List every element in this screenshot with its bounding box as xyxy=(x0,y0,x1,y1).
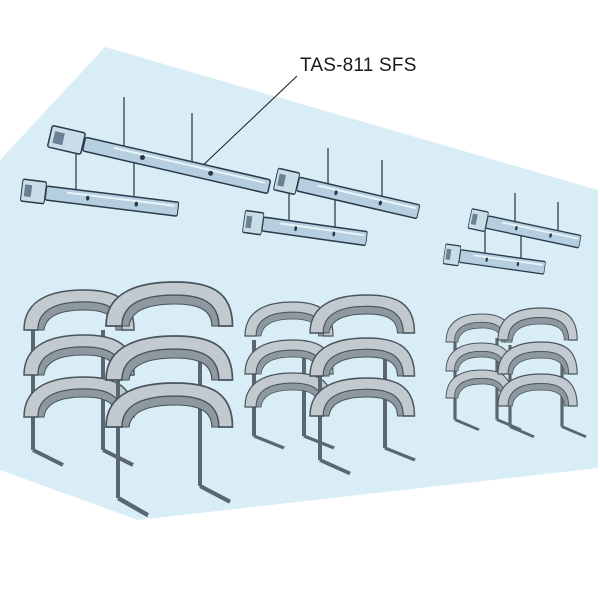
callout-label: TAS-811 SFS xyxy=(300,55,417,76)
background-panel xyxy=(0,47,598,520)
callout-leader-line xyxy=(197,75,298,171)
rail-group-right xyxy=(442,193,583,279)
rail-group-left xyxy=(19,97,273,222)
rail-group-middle xyxy=(241,148,422,251)
